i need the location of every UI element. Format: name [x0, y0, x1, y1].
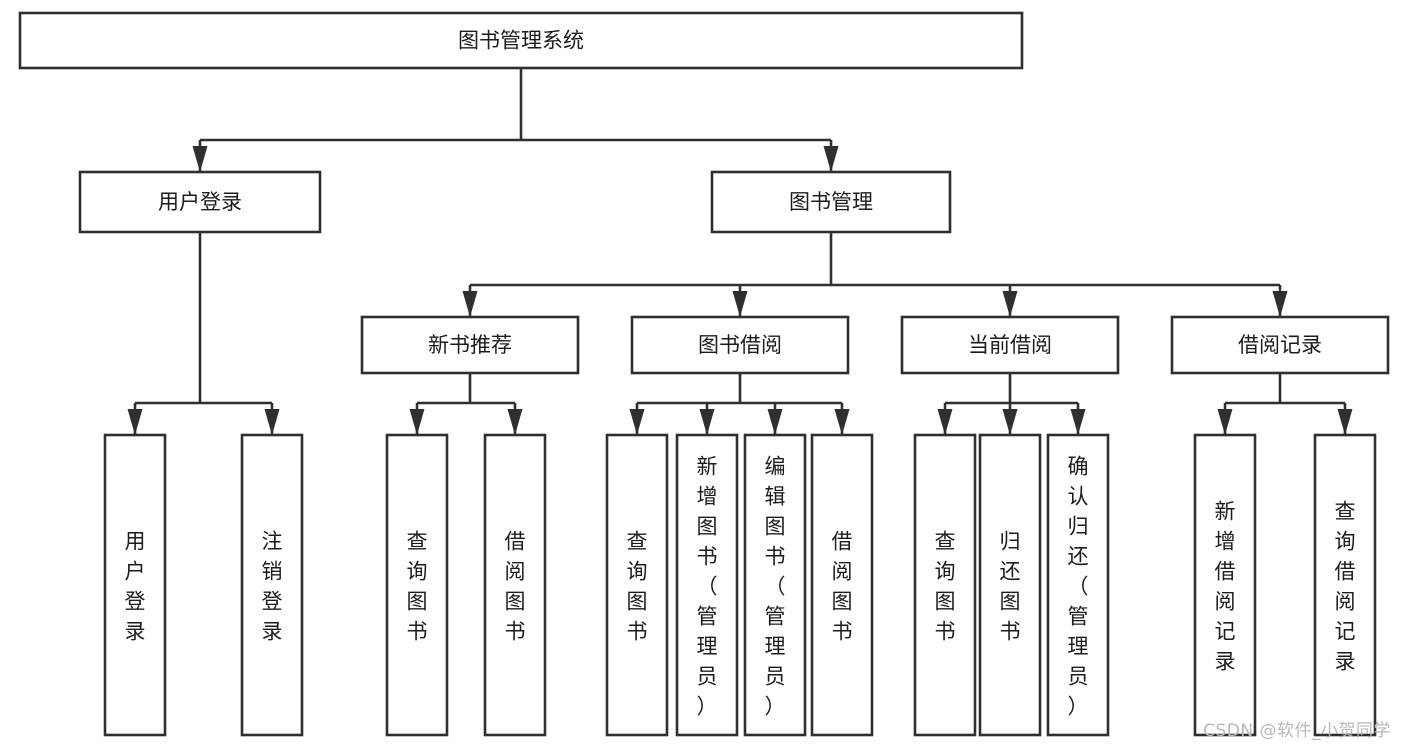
edge-group-root	[192, 68, 839, 172]
edge-group-book-borrow	[629, 373, 850, 435]
node-label-borrow-record: 借阅记录	[1238, 333, 1322, 357]
node-box-leaf-confirm-return[interactable]	[1046, 433, 1110, 737]
node-label-leaf-query-book-2: 查询图书	[627, 529, 648, 643]
arrow-head-icon	[767, 409, 783, 435]
arrow-head-icon	[507, 409, 523, 435]
node-label-leaf-confirm-return: 确认归还（管理员）	[1068, 454, 1089, 718]
node-book-manage[interactable]: 图书管理	[710, 170, 952, 234]
node-leaf-query-book-2[interactable]: 查询图书	[605, 433, 669, 737]
node-box-leaf-user-login[interactable]	[103, 433, 167, 737]
node-label-leaf-query-book-1: 查询图书	[407, 529, 428, 643]
node-label-leaf-return-book: 归还图书	[1000, 529, 1021, 643]
node-box-book-manage[interactable]	[710, 170, 952, 234]
node-label-leaf-add-record: 新增借阅记录	[1215, 499, 1236, 673]
arrow-head-icon	[409, 409, 425, 435]
node-label-current-borrow: 当前借阅	[968, 333, 1052, 357]
node-box-borrow-record[interactable]	[1170, 315, 1390, 375]
node-box-user-login[interactable]	[78, 170, 322, 234]
node-root[interactable]: 图书管理系统	[18, 11, 1024, 70]
edges-layer	[127, 68, 1353, 435]
arrow-head-icon	[699, 409, 715, 435]
node-label-leaf-borrow-book-2: 借阅图书	[832, 529, 853, 643]
edge-group-user-login	[127, 232, 280, 435]
node-box-leaf-add-book[interactable]	[675, 433, 739, 737]
node-leaf-add-record[interactable]: 新增借阅记录	[1193, 433, 1257, 737]
node-label-new-book-rec: 新书推荐	[428, 333, 512, 357]
node-leaf-return-book[interactable]: 归还图书	[978, 433, 1042, 737]
node-label-leaf-logout: 注销登录	[262, 529, 283, 643]
node-leaf-confirm-return[interactable]: 确认归还（管理员）	[1046, 433, 1110, 737]
arrow-head-icon	[264, 409, 280, 435]
node-leaf-borrow-book-1[interactable]: 借阅图书	[483, 433, 547, 737]
node-label-leaf-user-login: 用户登录	[125, 529, 146, 643]
node-book-borrow[interactable]: 图书借阅	[630, 315, 850, 375]
node-leaf-add-book[interactable]: 新增图书（管理员）	[675, 433, 739, 737]
node-box-leaf-query-record[interactable]	[1313, 433, 1377, 737]
node-label-leaf-add-book: 新增图书（管理员）	[697, 454, 718, 718]
arrow-head-icon	[1337, 409, 1353, 435]
node-box-leaf-return-book[interactable]	[978, 433, 1042, 737]
node-label-book-borrow: 图书借阅	[698, 333, 782, 357]
nodes-layer: 图书管理系统用户登录图书管理新书推荐图书借阅当前借阅借阅记录用户登录注销登录查询…	[18, 11, 1390, 737]
node-label-user-login: 用户登录	[158, 190, 242, 214]
node-current-borrow[interactable]: 当前借阅	[900, 315, 1120, 375]
arrow-head-icon	[462, 291, 478, 317]
node-label-leaf-borrow-book-1: 借阅图书	[505, 529, 526, 643]
node-box-leaf-logout[interactable]	[240, 433, 304, 737]
node-leaf-user-login[interactable]: 用户登录	[103, 433, 167, 737]
edge-group-current-borrow	[937, 373, 1086, 435]
node-leaf-query-book-3[interactable]: 查询图书	[913, 433, 977, 737]
node-box-leaf-query-book-3[interactable]	[913, 433, 977, 737]
arrow-head-icon	[1002, 409, 1018, 435]
node-box-book-borrow[interactable]	[630, 315, 850, 375]
node-box-leaf-borrow-book-1[interactable]	[483, 433, 547, 737]
arrow-head-icon	[1070, 409, 1086, 435]
node-box-leaf-query-book-1[interactable]	[385, 433, 449, 737]
arrow-head-icon	[1217, 409, 1233, 435]
node-borrow-record[interactable]: 借阅记录	[1170, 315, 1390, 375]
arrow-head-icon	[192, 146, 208, 172]
arrow-head-icon	[834, 409, 850, 435]
node-label-leaf-query-record: 查询借阅记录	[1335, 499, 1356, 673]
edge-group-new-book-rec	[409, 373, 523, 435]
edge-group-book-manage	[462, 232, 1288, 317]
node-box-leaf-query-book-2[interactable]	[605, 433, 669, 737]
arrow-head-icon	[629, 409, 645, 435]
node-label-leaf-query-book-3: 查询图书	[935, 529, 956, 643]
arrow-head-icon	[937, 409, 953, 435]
node-leaf-query-book-1[interactable]: 查询图书	[385, 433, 449, 737]
node-box-leaf-borrow-book-2[interactable]	[810, 433, 874, 737]
node-label-leaf-edit-book: 编辑图书（管理员）	[765, 454, 786, 718]
node-box-leaf-add-record[interactable]	[1193, 433, 1257, 737]
arrow-head-icon	[1002, 291, 1018, 317]
node-box-root[interactable]	[18, 11, 1024, 70]
node-box-new-book-rec[interactable]	[360, 315, 580, 375]
arrow-head-icon	[1272, 291, 1288, 317]
node-leaf-edit-book[interactable]: 编辑图书（管理员）	[743, 433, 807, 737]
node-leaf-query-record[interactable]: 查询借阅记录	[1313, 433, 1377, 737]
arrow-head-icon	[732, 291, 748, 317]
arrow-head-icon	[823, 146, 839, 172]
node-leaf-logout[interactable]: 注销登录	[240, 433, 304, 737]
node-user-login[interactable]: 用户登录	[78, 170, 322, 234]
node-label-book-manage: 图书管理	[789, 190, 873, 214]
node-box-current-borrow[interactable]	[900, 315, 1120, 375]
node-new-book-rec[interactable]: 新书推荐	[360, 315, 580, 375]
edge-group-borrow-record	[1217, 373, 1353, 435]
arrow-head-icon	[127, 409, 143, 435]
node-leaf-borrow-book-2[interactable]: 借阅图书	[810, 433, 874, 737]
node-box-leaf-edit-book[interactable]	[743, 433, 807, 737]
node-label-root: 图书管理系统	[458, 29, 584, 53]
